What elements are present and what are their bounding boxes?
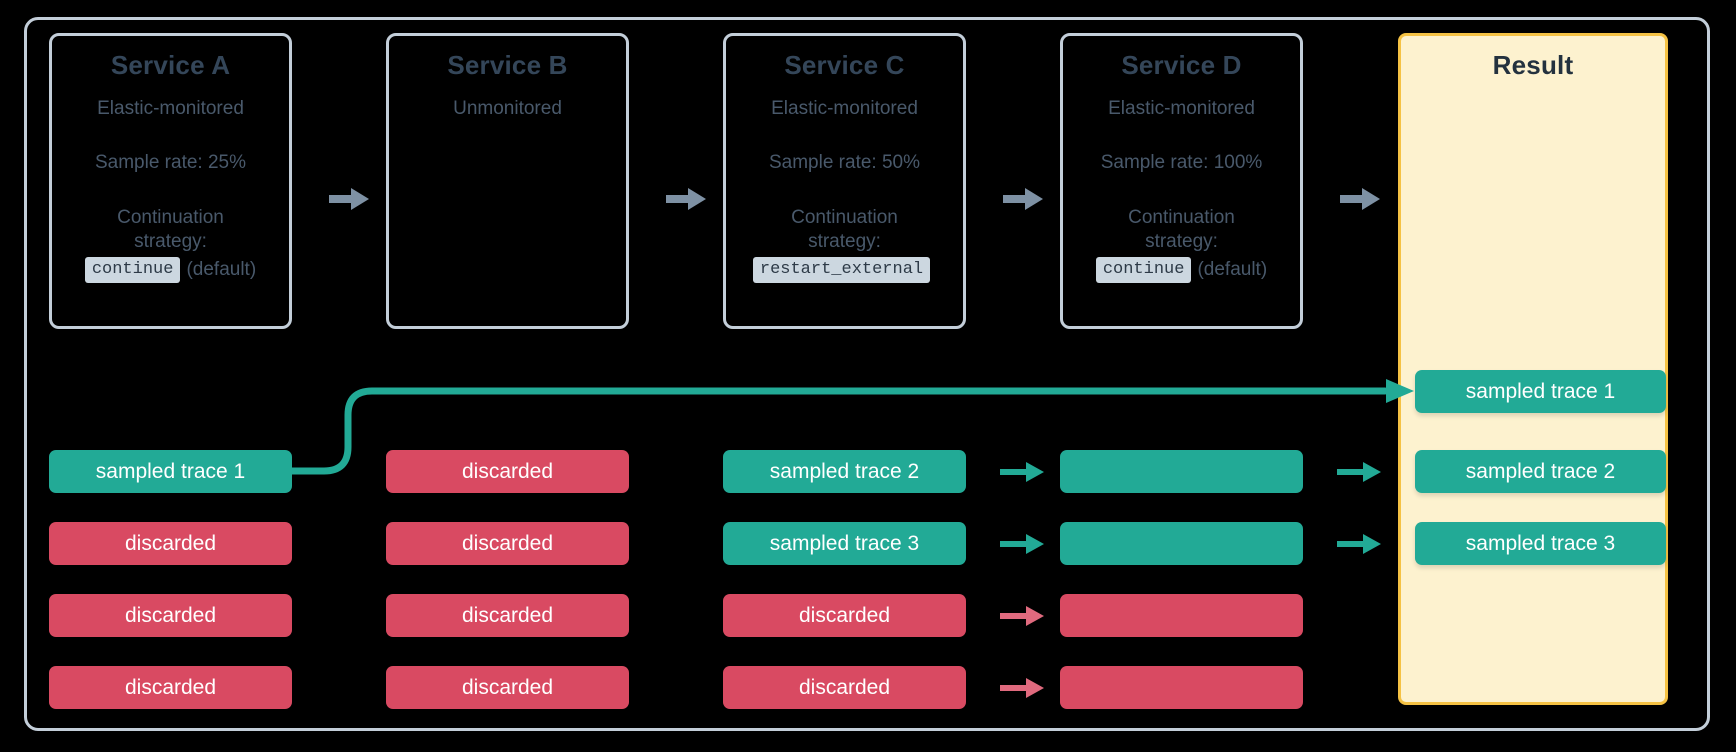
service-box-a: Service A Elastic-monitored Sample rate:…: [49, 33, 292, 329]
service-c-strategy-label-2: strategy:: [808, 231, 881, 252]
row-arrow-icon: [1000, 606, 1044, 626]
service-c-monitoring: Elastic-monitored: [771, 98, 918, 119]
row-arrow-icon: [1000, 462, 1044, 482]
trace-bar-a-4: discarded: [49, 666, 292, 709]
trace-bar-d-3: [1060, 594, 1303, 637]
result-panel: Result: [1398, 33, 1668, 705]
trace-bar-d-4: [1060, 666, 1303, 709]
trace-bar-c-4: discarded: [723, 666, 966, 709]
service-c-strategy-label-1: Continuation: [791, 206, 898, 228]
service-a-strategy-value: continue: [84, 257, 181, 284]
service-a-strategy-note: (default): [186, 259, 257, 281]
result-bar-1: sampled trace 1: [1415, 370, 1666, 413]
result-bar-2: sampled trace 2: [1415, 450, 1666, 493]
service-a-strategy-label-2: strategy:: [134, 231, 207, 252]
service-d-sample-rate: Sample rate: 100%: [1100, 151, 1263, 173]
result-bar-3: sampled trace 3: [1415, 522, 1666, 565]
service-d-strategy-note: (default): [1197, 259, 1268, 281]
service-d-strategy-label-2: strategy:: [1145, 231, 1218, 252]
service-d-strategy-label-1: Continuation: [1128, 206, 1235, 228]
trace-bar-b-2: discarded: [386, 522, 629, 565]
diagram-outer-frame: [24, 17, 1710, 731]
service-a-monitoring: Elastic-monitored: [97, 98, 244, 119]
service-c-strategy-row: restart_external: [726, 257, 963, 284]
trace-bar-c-2: sampled trace 3: [723, 522, 966, 565]
trace-bar-a-1: sampled trace 1: [49, 450, 292, 493]
row-arrow-icon: [1337, 462, 1381, 482]
service-c-title: Service C: [784, 50, 905, 80]
trace-bar-d-2: [1060, 522, 1303, 565]
trace-bar-c-1: sampled trace 2: [723, 450, 966, 493]
right-arrow-icon: [666, 188, 706, 210]
right-arrow-icon: [1003, 188, 1043, 210]
service-d-monitoring: Elastic-monitored: [1108, 98, 1255, 119]
service-a-strategy-row: continue(default): [52, 257, 289, 284]
right-arrow-icon: [1340, 188, 1380, 210]
service-d-title: Service D: [1121, 50, 1242, 80]
trace-bar-b-3: discarded: [386, 594, 629, 637]
trace-bar-b-4: discarded: [386, 666, 629, 709]
service-c-strategy-value: restart_external: [752, 257, 931, 284]
service-b-title: Service B: [447, 50, 568, 80]
trace-bar-c-3: discarded: [723, 594, 966, 637]
service-a-strategy-label-1: Continuation: [117, 206, 224, 228]
service-b-monitoring: Unmonitored: [453, 98, 562, 119]
row-arrow-icon: [1000, 678, 1044, 698]
service-a-sample-rate: Sample rate: 25%: [94, 151, 247, 173]
result-title: Result: [1492, 50, 1574, 80]
right-arrow-icon: [329, 188, 369, 210]
service-d-strategy-row: continue(default): [1063, 257, 1300, 284]
row-arrow-icon: [1337, 534, 1381, 554]
trace-bar-a-3: discarded: [49, 594, 292, 637]
trace-bar-d-1: [1060, 450, 1303, 493]
trace-bar-b-1: discarded: [386, 450, 629, 493]
trace-bar-a-2: discarded: [49, 522, 292, 565]
service-box-c: Service C Elastic-monitored Sample rate:…: [723, 33, 966, 329]
service-a-title: Service A: [110, 50, 231, 80]
service-c-sample-rate: Sample rate: 50%: [768, 151, 921, 173]
row-arrow-icon: [1000, 534, 1044, 554]
service-d-strategy-value: continue: [1095, 257, 1192, 284]
service-box-b: Service B Unmonitored: [386, 33, 629, 329]
service-box-d: Service D Elastic-monitored Sample rate:…: [1060, 33, 1303, 329]
